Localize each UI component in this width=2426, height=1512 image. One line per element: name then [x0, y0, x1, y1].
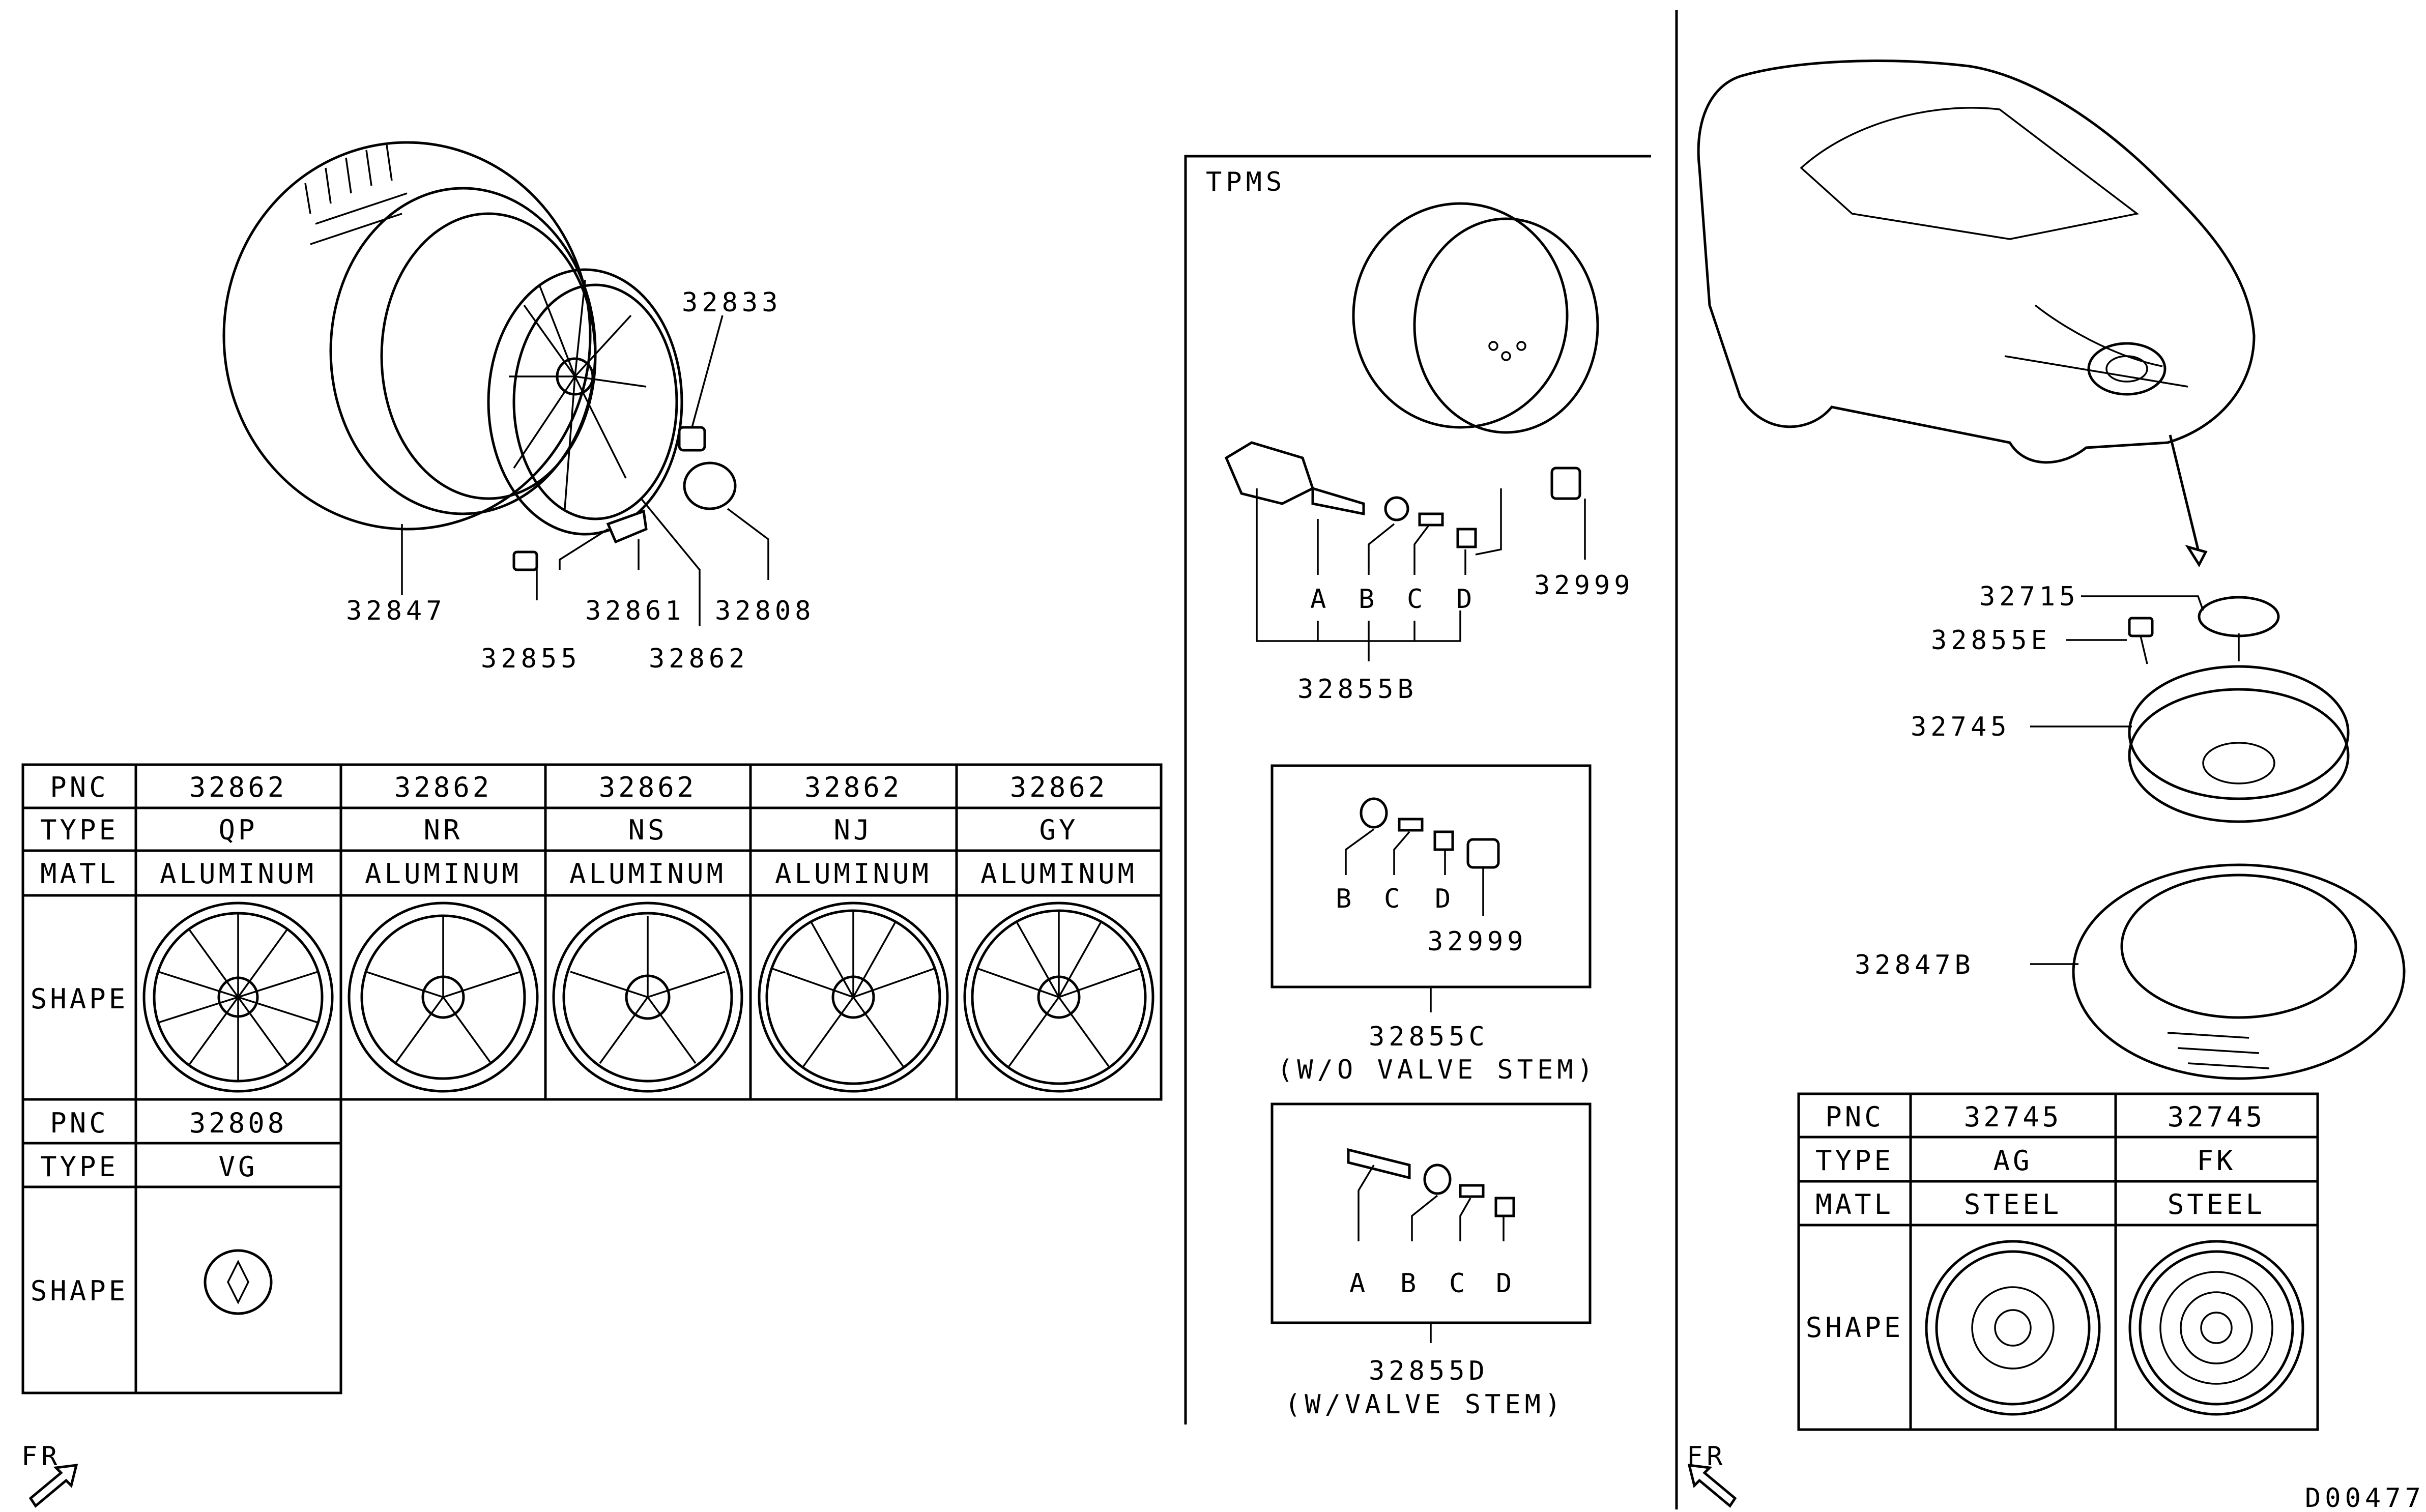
kit-d-label-c: C	[1449, 1268, 1469, 1299]
fr-arrow-left: FR	[21, 1441, 78, 1508]
fr-label-left: FR	[21, 1441, 62, 1472]
cap-table: PNC TYPE SHAPE 32808 VG	[21, 1098, 342, 1394]
wheel-matl-nj: ALUMINUM	[775, 858, 932, 890]
wheel-shape-qp	[142, 902, 334, 1093]
wheel-shape-nj	[758, 902, 949, 1093]
spare-row-header-type: TYPE	[1815, 1145, 1894, 1177]
callout-32855E: 32855E	[1931, 625, 2051, 656]
wheel-type-ns: NS	[628, 814, 667, 846]
callout-32999-b: 32999	[1427, 926, 1527, 957]
row-header-matl: MATL	[40, 858, 119, 890]
kit-c-label-d: D	[1435, 884, 1455, 914]
spare-tire-32847B	[2072, 863, 2406, 1080]
weight-32861	[606, 509, 648, 544]
row-header-shape: SHAPE	[31, 983, 129, 1015]
cap-shape-vg	[204, 1249, 273, 1315]
spare-pnc-fk: 32745	[2168, 1101, 2266, 1133]
wheel-shape-gy	[963, 902, 1154, 1093]
spare-wheel-32745	[2128, 665, 2350, 823]
tpms-sensor	[1224, 441, 1581, 548]
cap-row-header-shape: SHAPE	[31, 1275, 129, 1307]
spare-type-fk: FK	[2197, 1145, 2236, 1177]
wheel-shape-nr	[348, 902, 539, 1093]
wheel-type-qp: QP	[218, 814, 257, 846]
tpms-label-c: C	[1407, 584, 1427, 615]
diagram-id: D00477	[2305, 1483, 2425, 1509]
wheel-shape-ns	[552, 902, 743, 1093]
callout-32855B: 32855B	[1297, 674, 1418, 705]
spare-type-ag: AG	[1993, 1145, 2032, 1177]
wheel-pnc-ns: 32862	[599, 771, 697, 803]
callout-32855C-note: (W/O VALVE STEM)	[1277, 1055, 1597, 1085]
tpms-label-a: A	[1310, 584, 1330, 615]
kit-32855C-box: B C D 32999	[1270, 764, 1592, 988]
kit-32855D-box: A B C D	[1270, 1102, 1592, 1324]
wheel-32862	[487, 268, 683, 536]
wheel-type-nj: NJ	[833, 814, 873, 846]
cap-32808	[683, 461, 737, 510]
callout-32999-a: 32999	[1534, 570, 1634, 601]
kit-c-label-b: B	[1336, 884, 1355, 914]
callout-32808: 32808	[715, 596, 815, 626]
tpms-frame	[1184, 155, 1651, 1424]
callout-32855: 32855	[481, 644, 581, 674]
wheel-type-nr: NR	[423, 814, 463, 846]
callout-32855D: 32855D	[1369, 1356, 1489, 1386]
callout-32861: 32861	[585, 596, 685, 626]
fr-arrow-right: FR	[1687, 1441, 1737, 1508]
kit-d-label-b: B	[1400, 1268, 1420, 1299]
spare-row-header-matl: MATL	[1815, 1188, 1894, 1220]
wheel-pnc-gy: 32862	[1010, 771, 1108, 803]
arrow-head	[2185, 544, 2208, 568]
wheel-type-gy: GY	[1039, 814, 1078, 846]
callout-32862: 32862	[649, 644, 749, 674]
nut-32833	[678, 426, 706, 452]
wheel-table: PNC TYPE MATL SHAPE 32862 QP ALUMINUM 32…	[21, 763, 1163, 1101]
cap-row-header-type: TYPE	[40, 1151, 119, 1183]
spare-table: PNC TYPE MATL SHAPE 32745 AG STEEL 32745…	[1797, 1092, 2319, 1431]
kit-d-label-d: D	[1496, 1268, 1516, 1299]
vehicle-outline	[1697, 60, 2256, 464]
tpms-label-b: B	[1359, 584, 1378, 615]
callout-32715: 32715	[1979, 581, 2080, 612]
spare-row-header-shape: SHAPE	[1806, 1312, 1904, 1344]
spare-hold-down-32715	[2198, 596, 2280, 661]
callout-32745: 32745	[1911, 712, 2011, 742]
wheel-matl-gy: ALUMINUM	[980, 858, 1137, 890]
cap-pnc: 32808	[189, 1107, 287, 1139]
wheel-pnc-qp: 32862	[189, 771, 287, 803]
callout-32833: 32833	[682, 287, 782, 318]
callout-32847: 32847	[346, 596, 446, 626]
spare-shape-ag	[1925, 1240, 2101, 1416]
spare-matl-ag: STEEL	[1964, 1188, 2062, 1220]
wheel-matl-qp: ALUMINUM	[160, 858, 316, 890]
cap-type: VG	[218, 1151, 257, 1183]
spare-shape-fk	[2128, 1240, 2304, 1416]
tpms-wheel	[1352, 202, 1599, 434]
wheel-matl-ns: ALUMINUM	[569, 858, 726, 890]
kit-c-label-c: C	[1384, 884, 1404, 914]
callout-32847B: 32847B	[1855, 950, 1975, 980]
valve-32855	[512, 550, 538, 571]
cap-row-header-pnc: PNC	[50, 1107, 109, 1139]
spare-row-header-pnc: PNC	[1825, 1101, 1884, 1133]
wheel-pnc-nj: 32862	[804, 771, 903, 803]
tpms-label-d: D	[1456, 584, 1476, 615]
row-header-pnc: PNC	[50, 771, 109, 803]
kit-d-label-a: A	[1349, 1268, 1369, 1299]
spare-bolt-32855E	[2128, 617, 2154, 664]
spare-matl-fk: STEEL	[2168, 1188, 2266, 1220]
wheel-matl-nr: ALUMINUM	[365, 858, 522, 890]
tpms-title: TPMS	[1206, 167, 1286, 197]
spare-pnc-ag: 32745	[1964, 1101, 2062, 1133]
callout-32855D-note: (W/VALVE STEM)	[1285, 1389, 1565, 1420]
callout-32855C: 32855C	[1369, 1022, 1489, 1052]
wheel-pnc-nr: 32862	[394, 771, 493, 803]
row-header-type: TYPE	[40, 814, 119, 846]
tire-32847	[222, 141, 597, 531]
